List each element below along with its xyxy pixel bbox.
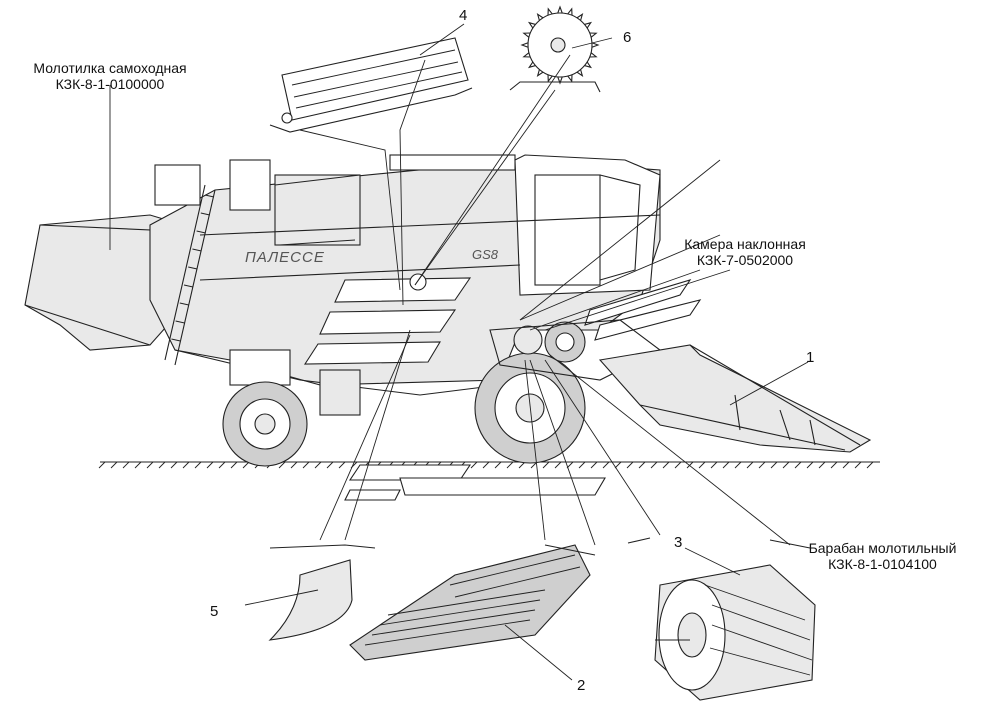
leader-lines [109,23,809,681]
model-text: GS8 [472,247,499,262]
callout-2: 2 [577,677,586,694]
drum-code: КЗК-8-1-0104100 [828,556,937,572]
thresher-name-label: Молотилка самоходная КЗК-8-1-0100000 [20,60,200,92]
part-4-sieve-plate [269,37,473,133]
rear-wheel [222,381,308,467]
part-6-sprocket [509,5,601,93]
camera-name: Камера наклонная [684,236,806,252]
drum-label: Барабан молотильный КЗК-8-1-0104100 [795,540,970,572]
brand-text: ПАЛЕССЕ [245,249,325,266]
part-5-curved-plate [268,544,376,641]
thresher-name: Молотилка самоходная [33,60,187,76]
callout-1: 1 [806,349,815,366]
ground-line [98,461,880,469]
callout-5: 5 [210,603,219,620]
header-part-1 [598,344,872,453]
callout-6: 6 [623,29,632,46]
thresher-code: КЗК-8-1-0100000 [55,76,165,92]
camera-code: КЗК-7-0502000 [696,252,794,268]
callout-4: 4 [459,7,468,24]
drum-name: Барабан молотильный [808,540,957,556]
highlight-panels [303,277,702,501]
part-3-threshing-drum [627,537,816,701]
camera-label: Камера наклонная КЗК-7-0502000 [670,236,820,268]
callout-3: 3 [674,534,683,551]
part-2-concave [349,544,596,661]
